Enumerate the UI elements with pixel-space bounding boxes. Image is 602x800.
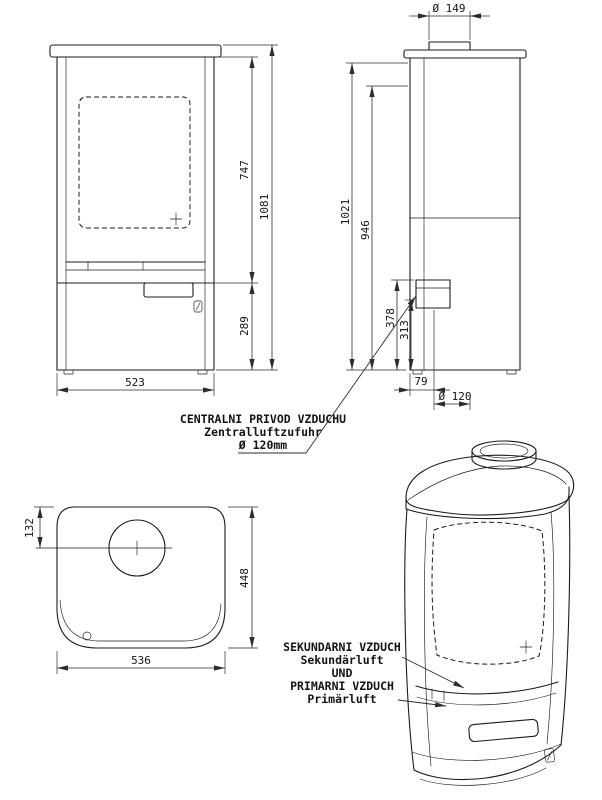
central-air-note-line3: Ø 120mm [238,438,288,452]
top-view-outline [56,506,226,649]
persp-body-bottom-rim [413,744,562,781]
combustion-air-line3: UND [332,666,353,680]
persp-body-left-edge [404,508,415,771]
dim-label-536: 536 [131,654,151,667]
dim-label-149: Ø 149 [432,2,465,15]
dim-label-132: 132 [23,518,36,538]
persp-base-lower-edge [419,767,547,786]
persp-door-handle [468,718,539,743]
primary-air-leader [397,699,447,708]
persp-secondary-air-seam [415,681,559,695]
front-door-handle [143,282,194,298]
dim-label-120: Ø 120 [438,390,471,403]
perspective-view [404,440,575,786]
front-left-foot [63,369,74,375]
persp-glass-window [431,521,546,665]
persp-top-plate [405,454,575,516]
dim-label-448: 448 [238,568,251,588]
dim-label-946: 946 [359,220,372,240]
central-air-leader [238,295,417,454]
flue-collar [428,41,471,51]
secondary-air-leader [401,656,465,689]
combustion-air-note: SEKUNDARNI VZDUCH Sekundärluft UND PRIMA… [283,640,465,708]
central-air-note-line2: Zentralluftzufuhr [204,425,322,439]
dim-label-79: 79 [414,375,427,388]
side-view [403,41,527,375]
side-rear-foot [506,369,517,375]
front-top-plate [49,44,222,58]
persp-logo-mark [544,748,555,763]
front-glass-window [78,96,191,229]
combustion-air-line1: SEKUNDARNI VZDUCH [283,640,401,654]
glass-cross-mark [169,212,183,226]
persp-top-plate-seam [407,465,567,501]
front-logo-mark [193,300,203,313]
top-view-front-inner-edge [59,599,222,642]
side-view-dimensions: Ø 149 1021 946 378 313 79 Ø 120 [339,2,490,410]
central-air-inlet-box [415,279,451,309]
front-right-foot [197,369,208,375]
dim-label-747: 747 [238,160,251,180]
persp-primary-air-seam [416,692,557,706]
persp-front-left-seam [424,516,432,767]
combustion-air-line4: PRIMARNI VZDUCH [290,679,394,693]
dim-label-289: 289 [238,316,251,336]
central-air-note: CENTRALNI PRIVOD VZDUCHU Zentralluftzufu… [180,295,417,454]
persp-flue-collar-hole [479,443,529,459]
dim-label-1021: 1021 [339,199,352,226]
dim-label-378: 378 [384,308,397,328]
combustion-air-line5: Primärluft [307,692,376,706]
central-air-note-line1: CENTRALNI PRIVOD VZDUCHU [180,412,346,426]
persp-body-right-edge [560,495,571,746]
side-body [409,57,521,371]
front-view-dimensions: 747 1081 289 523 [56,44,278,396]
top-view-hinge [82,631,92,641]
side-front-foot [412,369,423,375]
combustion-air-line2: Sekundärluft [300,653,383,667]
top-view: 132 448 536 [23,506,258,674]
persp-top-plate-thickness [405,486,570,520]
side-top-plate [403,49,527,59]
persp-front-right-seam [546,511,555,745]
front-body [56,56,215,371]
dim-label-313: 313 [398,320,411,340]
persp-plinth-seam [411,743,562,761]
persp-glass-cross [519,640,533,654]
dim-label-1081: 1081 [258,194,271,221]
dim-label-523: 523 [125,376,145,389]
front-view [49,44,222,375]
